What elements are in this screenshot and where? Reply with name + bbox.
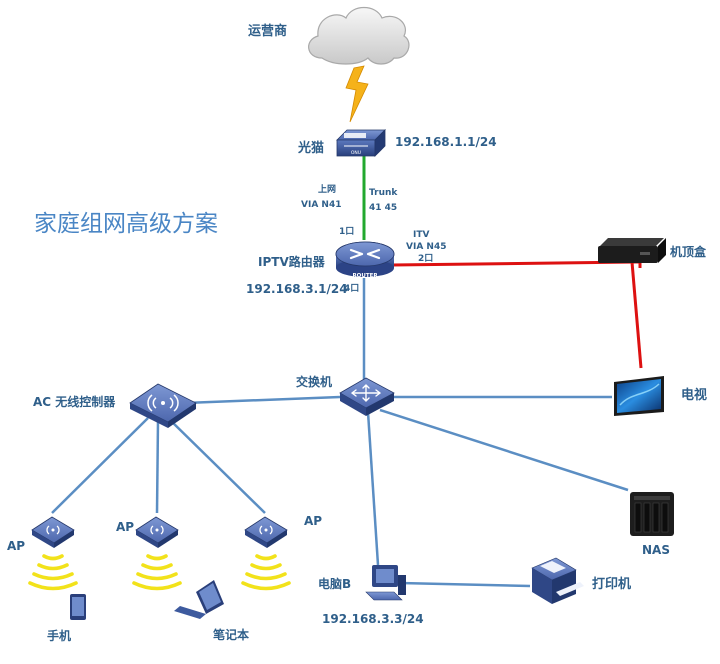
router-icon[interactable]: ROUTER	[335, 241, 395, 279]
itv-label: ITV	[413, 230, 430, 240]
phone-label: 手机	[47, 629, 72, 643]
link-switch-nas	[379, 408, 629, 492]
nas-icon[interactable]	[630, 492, 674, 536]
modem-label: 光猫	[298, 141, 325, 156]
links	[51, 65, 643, 588]
ac-label: AC 无线控制器	[33, 395, 116, 409]
stb-label: 机顶盒	[670, 245, 707, 259]
access-point-icon[interactable]	[31, 516, 75, 548]
laptop-label: 笔记本	[213, 628, 250, 642]
ac-controller-icon[interactable]	[129, 383, 197, 428]
trunk-vlans-label: 41 45	[369, 203, 398, 213]
ap-label: AP	[116, 520, 135, 534]
pc-label: 电脑B	[318, 577, 352, 591]
ap-label: AP	[7, 539, 26, 553]
link-ac-ap2	[155, 419, 160, 514]
pc-icon[interactable]	[365, 565, 406, 601]
port-2-label: 2口	[418, 254, 434, 264]
nas-label: NAS	[642, 543, 670, 557]
port-1-label: 1口	[339, 227, 355, 237]
uplink-label: 上网	[318, 185, 337, 195]
trunk-label: Trunk	[369, 188, 398, 198]
link-ac-ap3	[167, 417, 266, 514]
link-stb-tv	[630, 261, 643, 369]
isp-label: 运营商	[248, 24, 288, 39]
tv-icon[interactable]	[614, 376, 664, 416]
set-top-box-icon[interactable]	[598, 238, 666, 263]
link-pc-printer	[399, 581, 531, 588]
phone-icon[interactable]	[70, 594, 86, 620]
link-ac-ap1	[51, 417, 149, 514]
tv-label: 电视	[681, 388, 708, 403]
pc-ip-label: 192.168.3.3/24	[322, 612, 424, 626]
modem-ip-label: 192.168.1.1/24	[395, 135, 497, 149]
modem-badge: ONU	[351, 150, 361, 156]
access-point-icon[interactable]	[135, 516, 179, 548]
access-point-icon[interactable]	[244, 516, 288, 548]
link-switch-pc	[366, 411, 380, 566]
itv-vlan-label: VIA N45	[406, 242, 447, 252]
ap-label: AP	[304, 514, 323, 528]
wifi-signal-icon	[132, 554, 182, 591]
port-4-label: 4口	[344, 284, 360, 294]
lightning-bolt	[345, 65, 369, 123]
switch-label: 交换机	[296, 375, 333, 389]
router-label: IPTV路由器	[258, 255, 325, 269]
printer-icon[interactable]	[531, 557, 584, 604]
modem-icon[interactable]: ONU	[336, 129, 386, 157]
diagram-title: 家庭组网高级方案	[34, 211, 218, 237]
printer-label: 打印机	[592, 577, 632, 592]
cloud-icon	[308, 6, 410, 65]
router-badge: ROUTER	[352, 273, 378, 279]
switch-icon[interactable]	[339, 377, 395, 416]
link-ac-switch	[184, 395, 341, 405]
wifi-signal-icon	[241, 554, 291, 591]
uplink-vlan-label: VIA N41	[301, 200, 342, 210]
laptop-icon[interactable]	[174, 580, 224, 619]
router-ip-label: 192.168.3.1/24	[246, 282, 348, 296]
wifi-signal-icon	[28, 554, 78, 591]
